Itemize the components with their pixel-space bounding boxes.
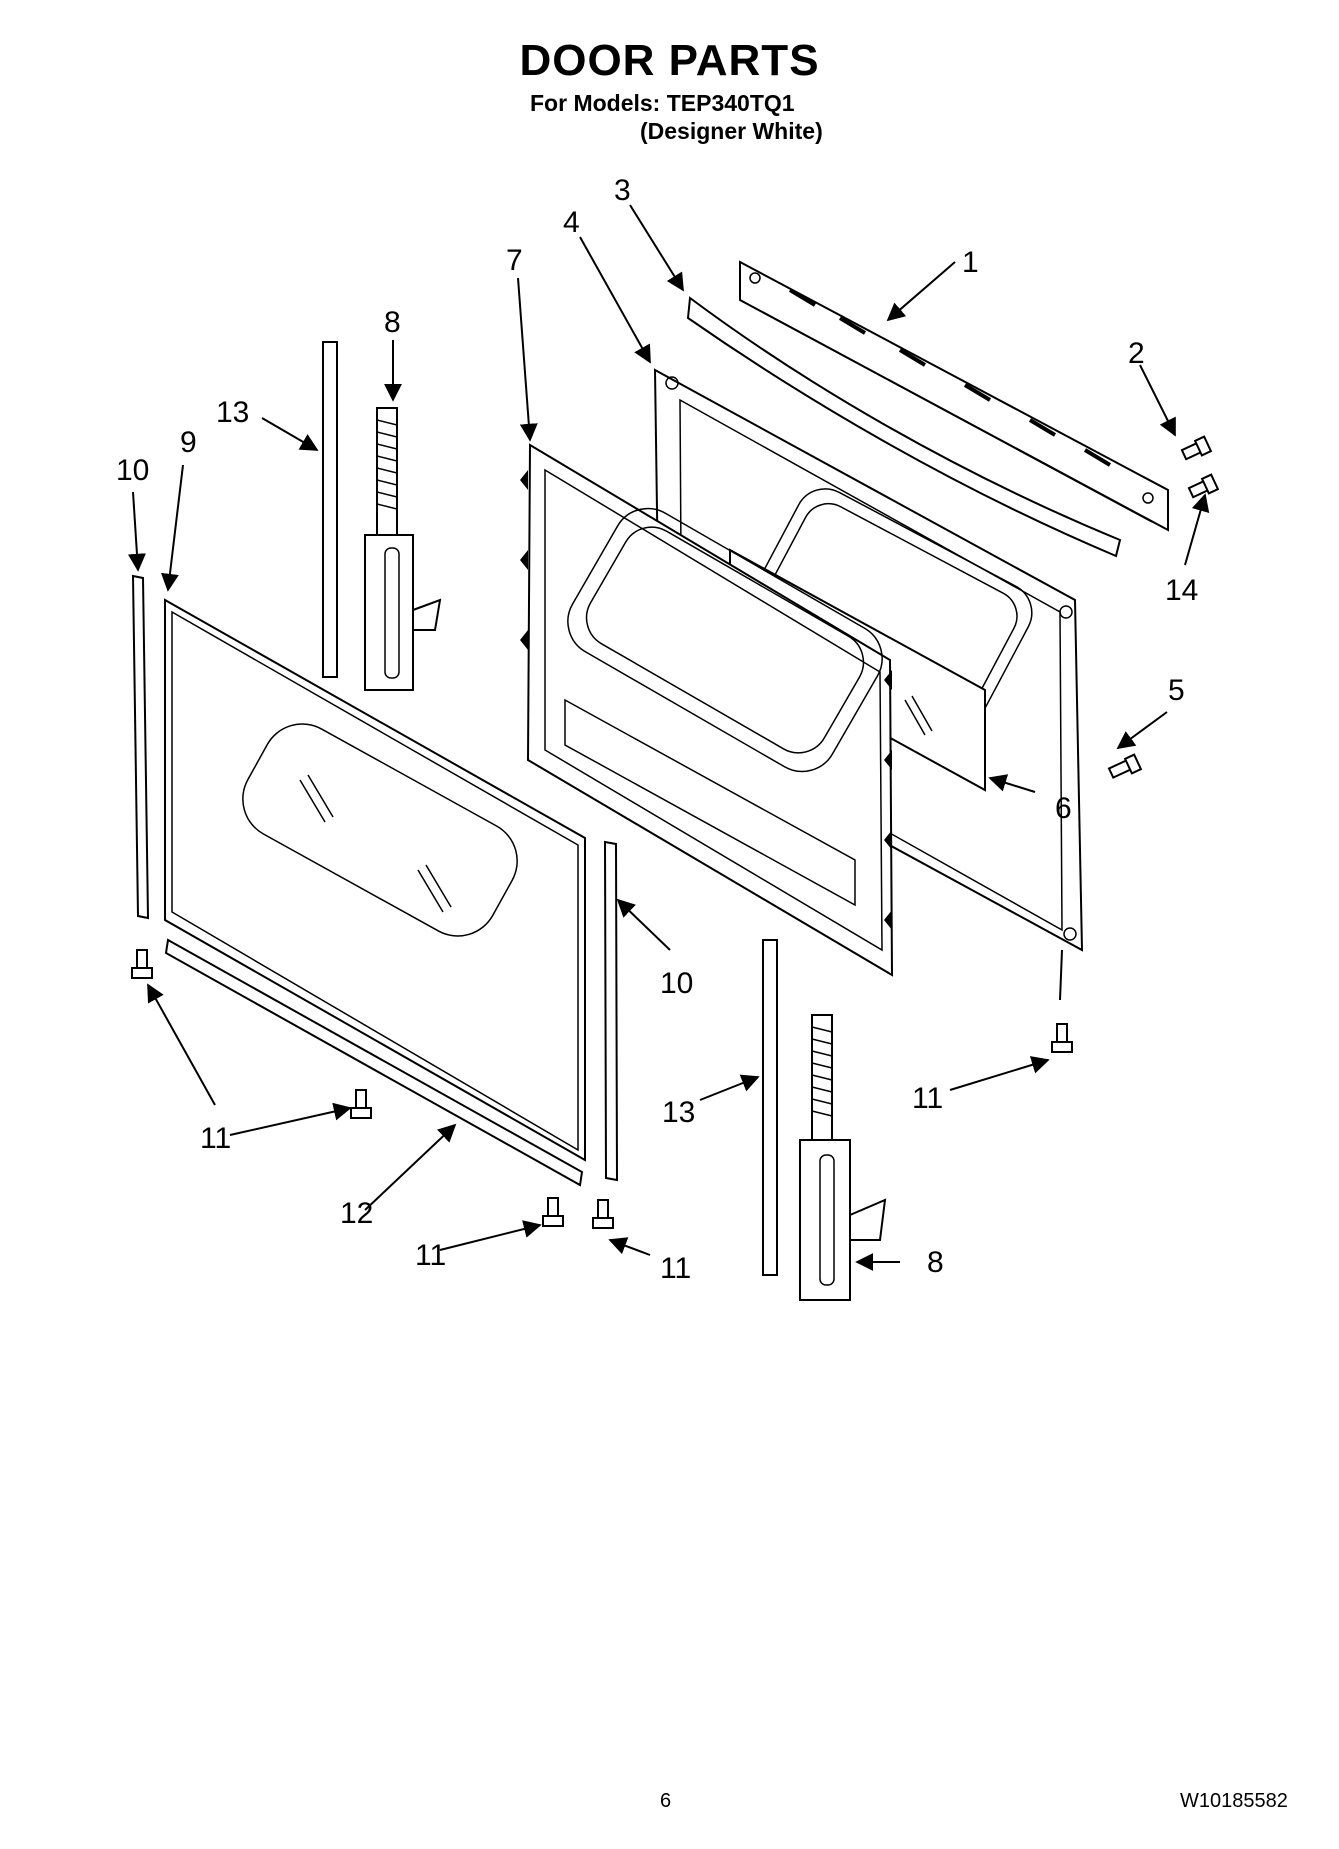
part-8-lower-hinge: [799, 1014, 887, 1301]
models-line: For Models: TEP340TQ1: [530, 90, 795, 116]
part-10-right-side-trim: [603, 840, 619, 1182]
part-11-screw-d: [592, 1199, 614, 1229]
callout-11-d: 11: [912, 1082, 943, 1115]
part-10-left-side-trim: [131, 574, 150, 920]
part-9-outer-door-glass: [164, 598, 586, 1162]
part-1-vent-trim: [739, 260, 1169, 532]
callout-7: 7: [506, 244, 523, 277]
callout-11-c: 11: [660, 1252, 691, 1285]
callout-4: 4: [563, 206, 580, 239]
part-5-screw: [1107, 753, 1143, 779]
leader-lines: [127, 204, 1210, 1271]
document-number: W10185582: [1180, 1790, 1288, 1812]
callout-1: 1: [962, 246, 979, 279]
part-7-door-frame: [520, 443, 894, 977]
part-11-screw-c: [542, 1197, 564, 1227]
part-13-lower-hinge-receptacle: [762, 939, 778, 1276]
page-title: DOOR PARTS: [519, 36, 820, 85]
callout-5: 5: [1168, 674, 1185, 707]
callout-8-lower: 8: [927, 1246, 944, 1279]
part-11-screw-e: [1051, 1023, 1073, 1053]
part-11-screw-b: [350, 1089, 372, 1119]
callout-14: 14: [1165, 574, 1198, 607]
part-11-screw-a: [131, 949, 153, 979]
part-14-screw: [1187, 473, 1220, 499]
part-8-upper-hinge: [364, 407, 442, 691]
part-12-bottom-trim: [164, 938, 584, 1187]
callout-11-a: 11: [200, 1122, 231, 1155]
part-2-screw: [1180, 435, 1213, 461]
callout-8-upper: 8: [384, 306, 401, 339]
variant-line: (Designer White): [640, 118, 823, 144]
callout-11-b: 11: [415, 1239, 446, 1272]
callout-9: 9: [180, 426, 197, 459]
part-3-door-handle: [686, 296, 1122, 558]
callout-6: 6: [1055, 792, 1072, 825]
callout-2: 2: [1128, 337, 1145, 370]
callout-13-lower: 13: [662, 1096, 695, 1129]
callout-12: 12: [340, 1197, 373, 1230]
callout-10-right: 10: [660, 967, 693, 1000]
part-13-upper-hinge-receptacle: [322, 341, 338, 678]
callout-10-left: 10: [116, 454, 149, 487]
callout-13-upper: 13: [216, 396, 249, 429]
callout-3: 3: [614, 174, 631, 207]
page-number: 6: [660, 1790, 672, 1812]
